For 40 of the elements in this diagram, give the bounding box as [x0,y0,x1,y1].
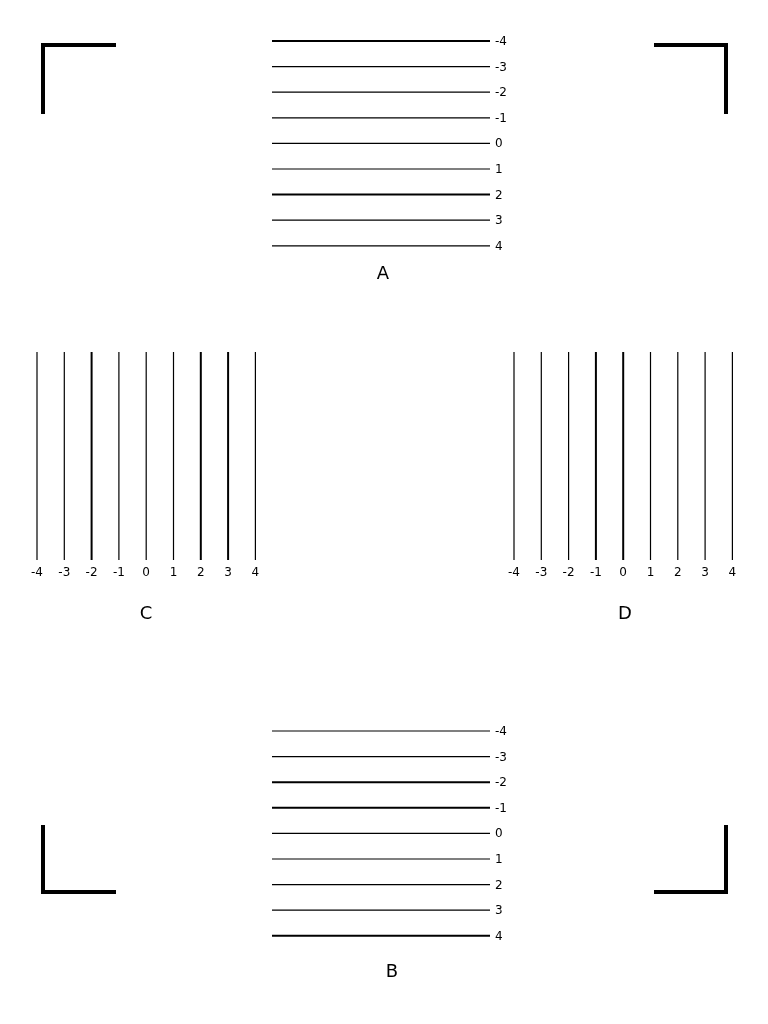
scale-number: -4 [495,724,507,738]
scale-number: 2 [674,565,682,579]
pattern-label: D [618,603,632,623]
scale-number: 1 [495,162,503,176]
scale-number: -3 [495,749,507,764]
scale-number: 3 [224,565,232,579]
scale-number: -4 [508,565,520,579]
scale-number: 4 [728,565,737,579]
scale-number: -1 [589,565,602,579]
scale-number: -3 [495,59,507,74]
scale-number: -1 [495,800,507,815]
pattern-label: A [376,263,390,283]
scale-number: 3 [495,213,503,228]
scale-number: 4 [495,238,503,253]
scale-number: 0 [495,136,503,151]
scale-number: 0 [619,565,627,579]
scale-number: -1 [495,110,507,125]
scale-number: -2 [495,775,507,790]
scale-number: 2 [197,565,205,579]
scale-number: 4 [251,565,260,579]
scale-number: 3 [701,565,709,579]
scale-number: -4 [495,34,507,48]
scale-number: 1 [646,565,655,579]
scale-number: 2 [495,877,503,892]
scale-number: -2 [495,85,507,100]
scale-number: 1 [169,565,178,579]
scale-number: -4 [31,565,43,579]
pattern-label: B [385,961,399,981]
scale-number: 0 [495,826,503,841]
scale-number: 4 [495,928,503,943]
scale-number: 3 [495,903,503,918]
scale-number: -1 [112,565,125,579]
scale-number: -3 [58,565,71,579]
scale-number: 0 [142,565,150,579]
pattern-label: C [139,603,153,623]
scale-number: 1 [495,852,503,866]
scale-number: -2 [85,565,98,579]
scale-number: -2 [562,565,575,579]
scale-number: 2 [495,187,503,202]
scale-number: -3 [535,565,548,579]
